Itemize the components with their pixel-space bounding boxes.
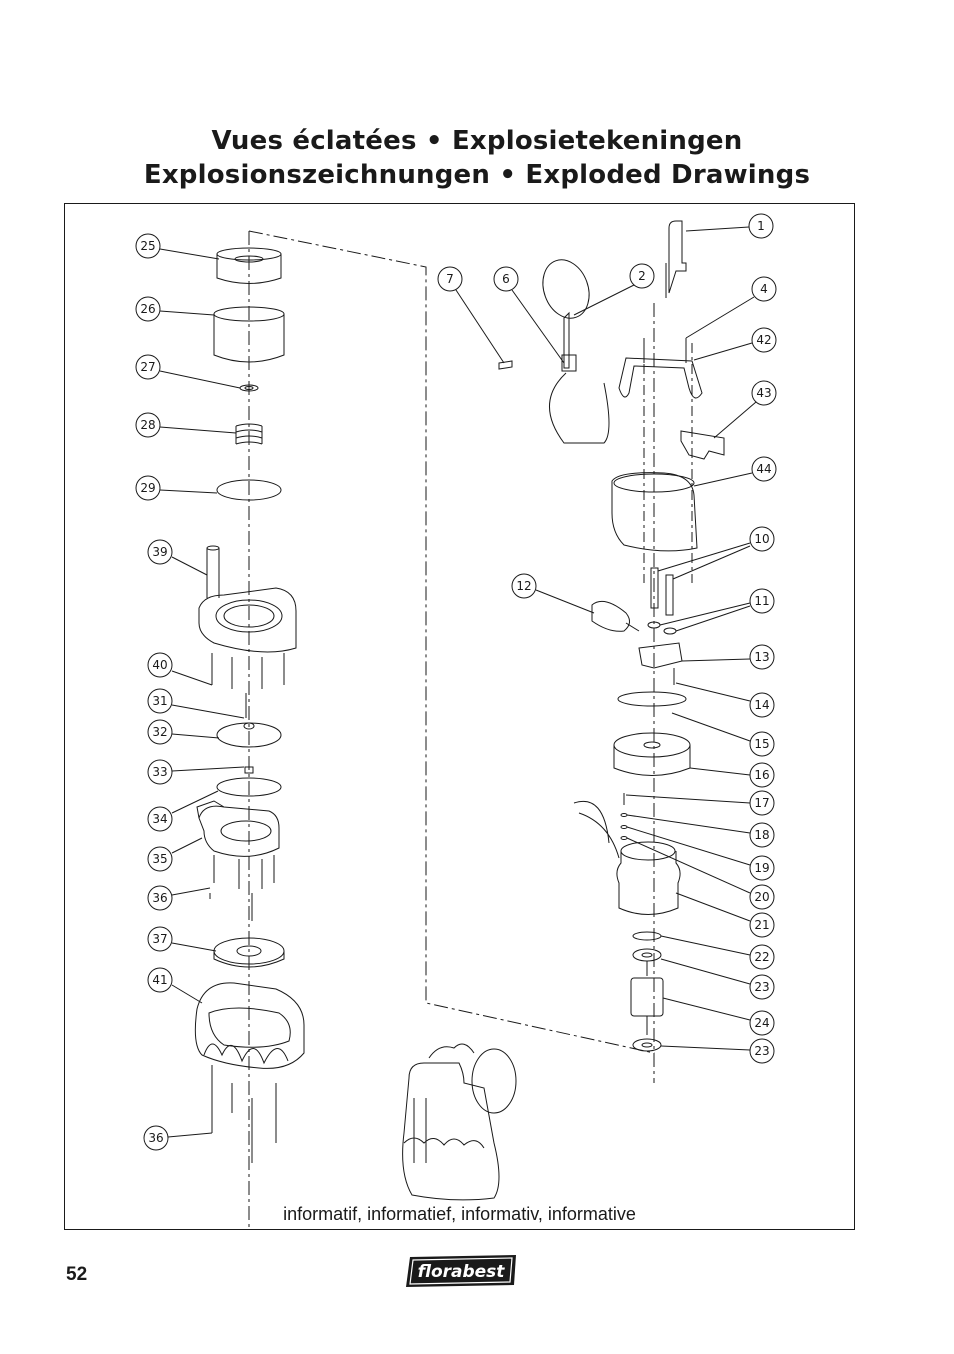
svg-text:33: 33	[152, 765, 167, 779]
exploded-drawing: 25 26 27 28 29 39 40 31 32 33 34 35 36 3…	[135, 213, 777, 1230]
left-callout-labels: 25 26 27 28 29 39 40 31 32 33 34 35 36 3…	[140, 239, 167, 1145]
part-41-base	[194, 982, 305, 1163]
svg-text:florabest: florabest	[418, 1262, 506, 1282]
left-callouts	[135, 233, 245, 1151]
svg-text:23: 23	[754, 1044, 769, 1058]
svg-text:28: 28	[140, 418, 155, 432]
right-callouts	[437, 213, 777, 1064]
page-number: 52	[66, 1264, 88, 1285]
svg-text:36: 36	[152, 891, 167, 905]
svg-text:41: 41	[152, 973, 167, 987]
part-1-cable-plug	[665, 220, 687, 298]
svg-text:21: 21	[754, 918, 769, 932]
svg-text:4: 4	[760, 282, 768, 296]
svg-text:2: 2	[638, 269, 646, 283]
svg-text:23: 23	[754, 980, 769, 994]
svg-text:43: 43	[756, 386, 771, 400]
svg-text:32: 32	[152, 725, 167, 739]
drawing-caption: informatif, informatief, informativ, inf…	[283, 1204, 636, 1224]
svg-text:11: 11	[754, 594, 769, 608]
connector-line	[248, 230, 655, 1083]
part-6-7-holder	[498, 354, 577, 372]
part-22-ring	[632, 931, 662, 941]
part-26-filter	[213, 306, 285, 363]
svg-text:37: 37	[152, 932, 167, 946]
svg-text:29: 29	[140, 481, 155, 495]
svg-text:12: 12	[516, 579, 531, 593]
svg-text:25: 25	[140, 239, 155, 253]
svg-text:26: 26	[140, 302, 155, 316]
svg-text:24: 24	[754, 1016, 769, 1030]
florabest-logo: florabest	[406, 1255, 516, 1287]
svg-text:14: 14	[754, 698, 769, 712]
svg-text:20: 20	[754, 890, 769, 904]
part-2-float-switch	[542, 259, 610, 444]
right-callout-labels: 1 2 6 7 4 42 43 44 10 12 11 13 14 15 16 …	[446, 219, 771, 1058]
assembled-pump-illustration	[402, 1043, 517, 1201]
part-17-20-small-parts	[573, 793, 628, 859]
part-25-cover	[216, 247, 282, 284]
part-24-rotor	[630, 961, 664, 1035]
part-34-o-ring	[216, 777, 282, 797]
svg-text:27: 27	[140, 360, 155, 374]
svg-text:40: 40	[152, 658, 167, 672]
svg-text:15: 15	[754, 737, 769, 751]
svg-text:42: 42	[756, 333, 771, 347]
part-21-stator	[616, 841, 681, 915]
svg-text:6: 6	[502, 272, 510, 286]
svg-text:16: 16	[754, 768, 769, 782]
page-title-line-1: Vues éclatées • Explosietekeningen	[211, 126, 743, 156]
svg-text:36: 36	[148, 1131, 163, 1145]
svg-text:34: 34	[152, 812, 167, 826]
part-29-o-ring	[216, 479, 282, 501]
svg-text:1: 1	[757, 219, 765, 233]
svg-text:19: 19	[754, 861, 769, 875]
svg-text:17: 17	[754, 796, 769, 810]
part-13-14-bracket	[638, 642, 683, 685]
svg-text:31: 31	[152, 694, 167, 708]
drawing-frame	[64, 203, 855, 1230]
part-32-impeller	[216, 722, 282, 748]
svg-text:7: 7	[446, 272, 454, 286]
part-44-motor-cover	[611, 472, 698, 552]
part-28-spring	[235, 423, 263, 445]
part-16-motor-top	[613, 732, 691, 776]
part-33-nut	[244, 766, 254, 774]
part-39-upper-housing	[198, 545, 297, 689]
svg-text:13: 13	[754, 650, 769, 664]
svg-text:22: 22	[754, 950, 769, 964]
page-title-line-2: Explosionszeichnungen • Exploded Drawing…	[143, 160, 811, 190]
svg-text:10: 10	[754, 532, 769, 546]
part-35-pump-housing	[196, 800, 280, 921]
part-15-gasket	[617, 691, 687, 707]
right-guide-lines	[643, 343, 693, 583]
part-43-clip	[680, 430, 725, 460]
svg-text:35: 35	[152, 852, 167, 866]
part-12-capacitor	[591, 600, 640, 632]
svg-text:18: 18	[754, 828, 769, 842]
svg-text:39: 39	[152, 545, 167, 559]
part-42-handle	[618, 338, 703, 399]
svg-text:44: 44	[756, 462, 771, 476]
